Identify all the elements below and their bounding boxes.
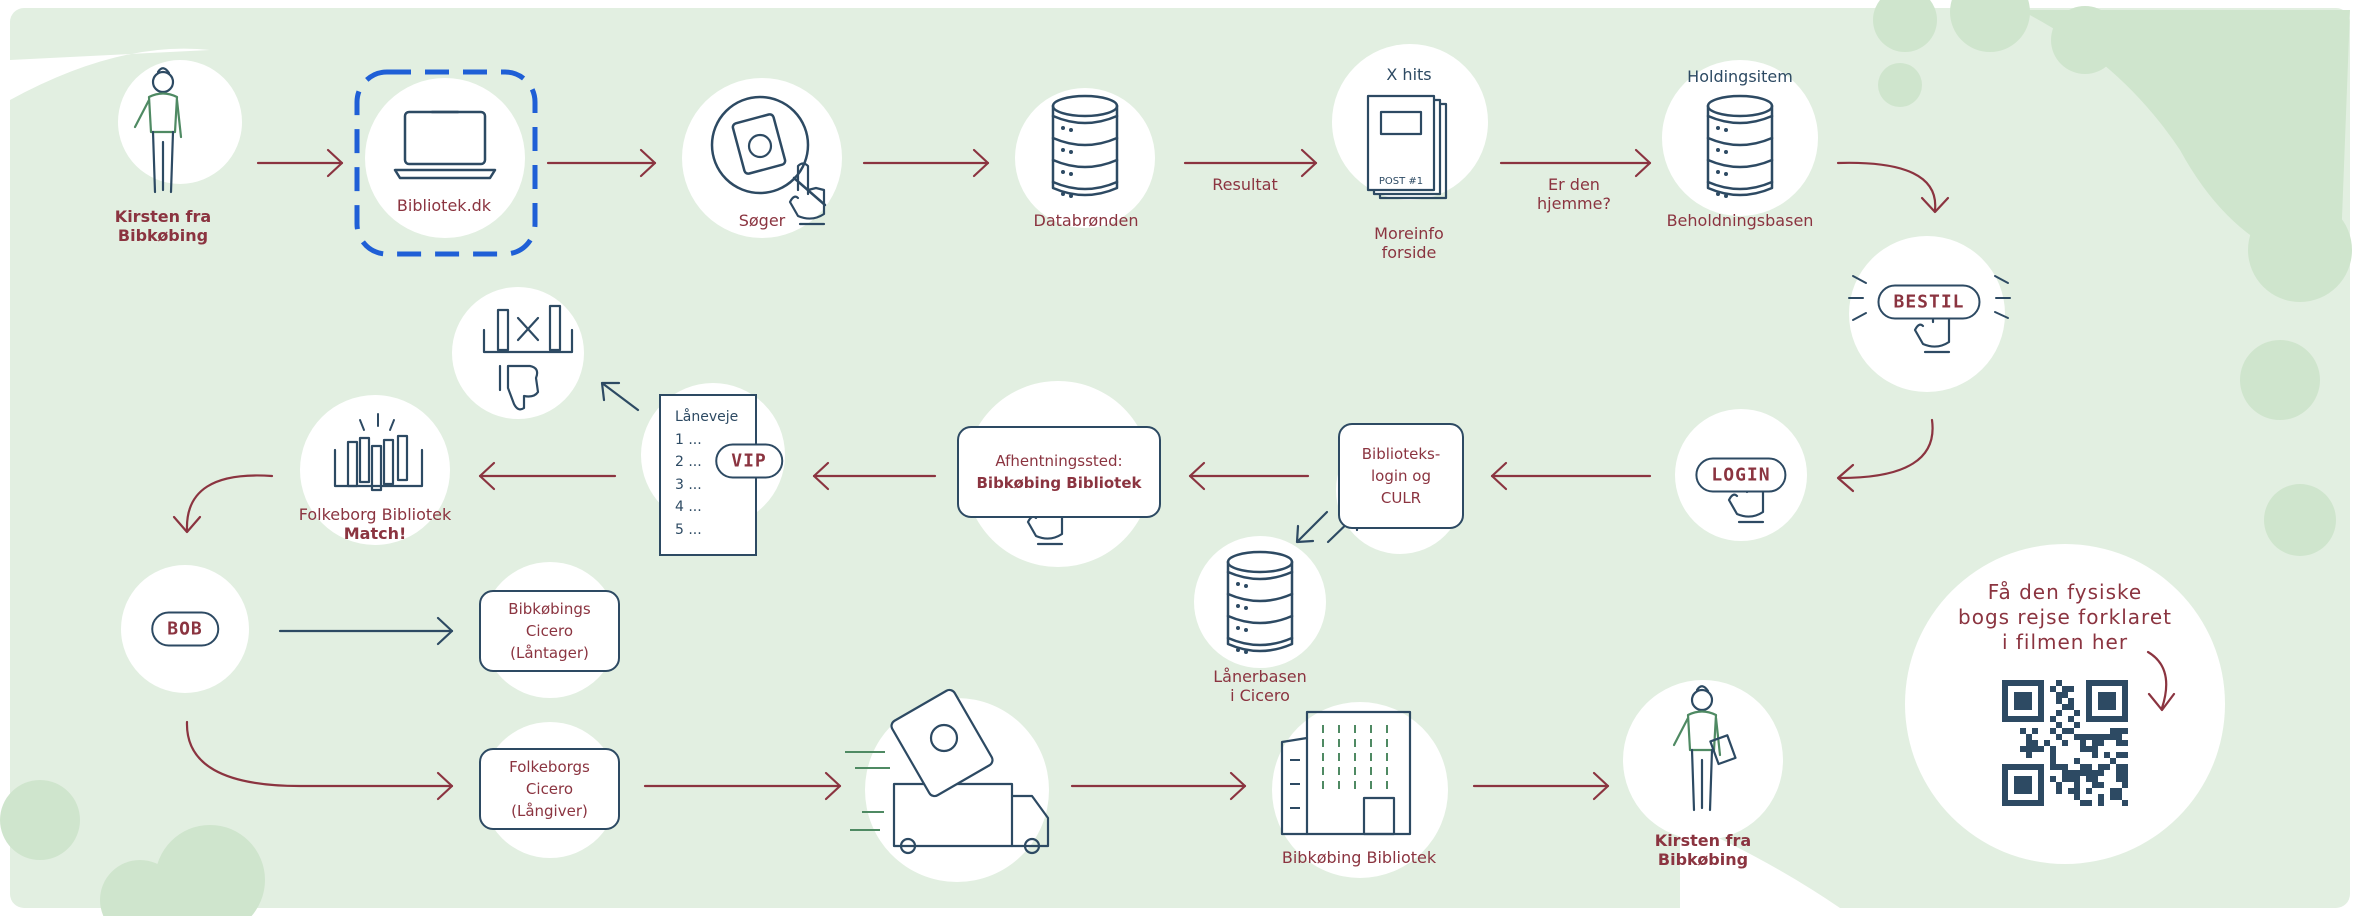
thumbs-down-icon bbox=[498, 364, 540, 411]
login-button: LOGIN bbox=[1695, 457, 1787, 493]
flow-arrow bbox=[256, 148, 344, 178]
qr-code-icon bbox=[2002, 680, 2128, 806]
person-icon bbox=[1672, 685, 1737, 812]
document-icon: POST #1 bbox=[1366, 94, 1448, 200]
flow-arrow bbox=[1188, 461, 1310, 491]
flow-arrow bbox=[1070, 771, 1247, 801]
flow-arrow bbox=[172, 474, 274, 534]
post-label: POST #1 bbox=[1379, 176, 1423, 187]
books-icon bbox=[333, 413, 424, 492]
node-circle bbox=[1015, 88, 1155, 228]
flow-arrow bbox=[278, 616, 454, 646]
list-item: 5 ... bbox=[675, 521, 702, 538]
list-item: 1 ... bbox=[675, 431, 702, 448]
flow-arrow bbox=[862, 148, 990, 178]
label-x-hits: X hits bbox=[1386, 65, 1432, 84]
burst-rays bbox=[1848, 275, 2011, 321]
label-soger: Søger bbox=[738, 211, 786, 230]
flow-arrow bbox=[478, 461, 617, 491]
flow-arrow bbox=[185, 720, 454, 801]
list-item: 2 ... bbox=[675, 454, 702, 470]
node-circle bbox=[682, 78, 842, 238]
flow-arrow bbox=[1183, 148, 1318, 178]
highlight-box bbox=[354, 69, 538, 257]
label-databronden: Databrønden bbox=[1033, 211, 1139, 230]
flow-arrow bbox=[643, 771, 842, 801]
flow-arrow bbox=[1472, 771, 1610, 801]
flow-arrow bbox=[812, 461, 937, 491]
flow-arrow bbox=[1499, 148, 1652, 178]
building-icon bbox=[1280, 710, 1412, 836]
label-holdingsitem: Holdingsitem bbox=[1687, 67, 1793, 86]
person-icon bbox=[133, 67, 183, 194]
afhentningssted-box: Afhentningssted:Bibkøbing Bibliotek bbox=[957, 426, 1161, 518]
laneveje-title: Låneveje bbox=[675, 409, 739, 425]
database-icon bbox=[1706, 94, 1774, 198]
flow-arrow bbox=[546, 148, 657, 178]
node-circle bbox=[1662, 60, 1818, 216]
label-beholdningsbasen: Beholdningsbasen bbox=[1666, 211, 1814, 230]
node-circle bbox=[300, 395, 450, 545]
books-icon bbox=[482, 304, 574, 354]
database-icon bbox=[1051, 94, 1119, 198]
flow-arrow bbox=[1836, 161, 1950, 214]
label-bibkobing-bibliotek: Bibkøbing Bibliotek bbox=[1281, 848, 1437, 867]
laptop-icon bbox=[393, 110, 497, 180]
label-bibliotek-dk: Bibliotek.dk bbox=[396, 196, 492, 215]
vip-badge: VIP bbox=[715, 443, 783, 479]
background-panel bbox=[10, 8, 2350, 908]
bestil-button: BESTIL bbox=[1877, 284, 1981, 320]
bob-badge: BOB bbox=[151, 611, 219, 647]
flow-arrow bbox=[1836, 418, 1934, 493]
qr-arrow bbox=[2146, 650, 2176, 712]
list-item: 3 ... bbox=[675, 476, 702, 493]
list-item: 4 ... bbox=[675, 499, 702, 515]
database-icon bbox=[1226, 550, 1294, 654]
flow-arrow bbox=[1490, 461, 1652, 491]
search-icon bbox=[710, 95, 827, 207]
hand-pointer-icon bbox=[788, 162, 826, 226]
label-resultat: Resultat bbox=[1212, 175, 1278, 194]
truck-icon bbox=[845, 688, 1050, 855]
